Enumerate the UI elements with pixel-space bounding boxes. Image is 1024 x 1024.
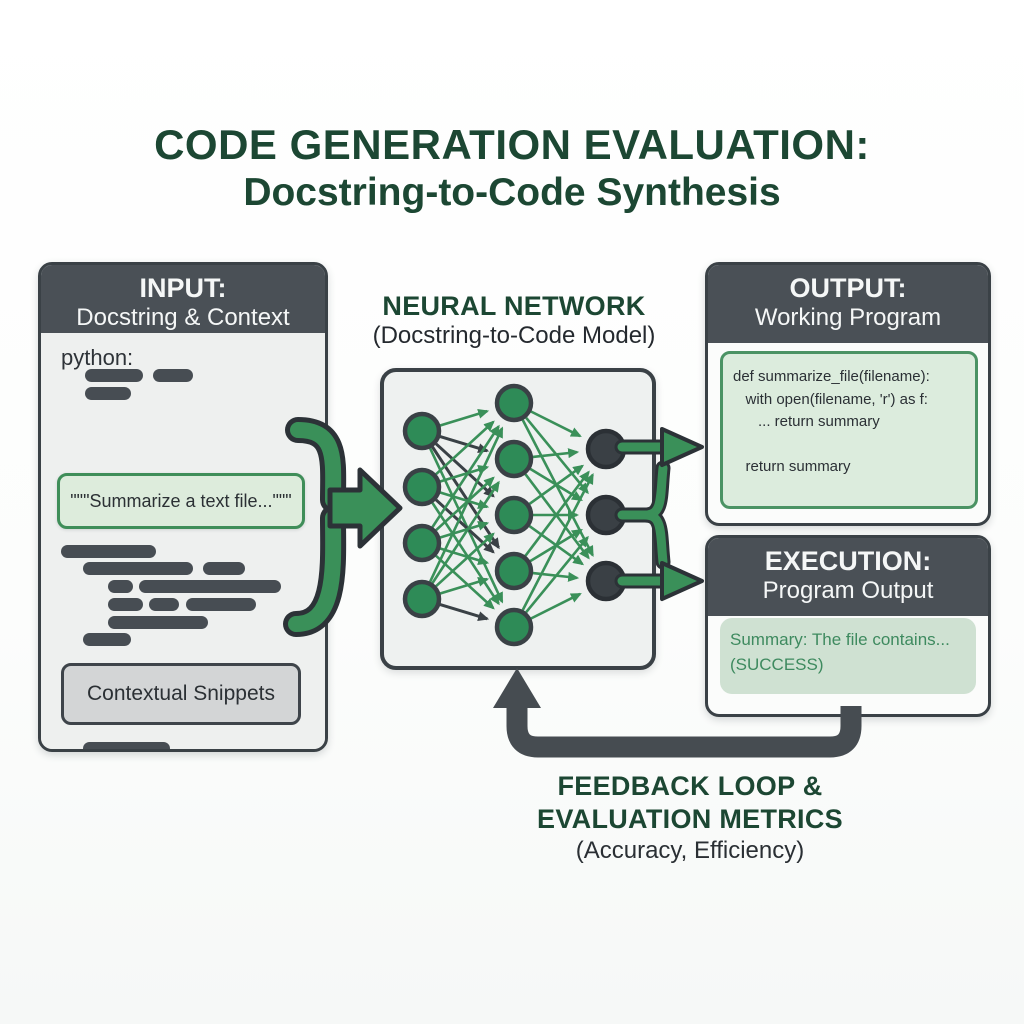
- network-subtitle: (Docstring-to-Code Model): [372, 322, 656, 350]
- input-node: [402, 411, 442, 451]
- network-edge: [525, 535, 589, 614]
- program-output-line2: (SUCCESS): [730, 654, 824, 674]
- hidden-node: [494, 439, 534, 479]
- network-edge: [431, 502, 500, 606]
- input-header-line2: Docstring & Context: [76, 304, 290, 332]
- output-header-line1: OUTPUT:: [789, 273, 907, 303]
- feedback-line3: (Accuracy, Efficiency): [575, 836, 805, 864]
- output-node: [585, 560, 627, 602]
- code-line-placeholder: [83, 633, 131, 646]
- network-edge: [428, 447, 504, 604]
- hidden-node: [494, 551, 534, 591]
- execution-header-line1: EXECUTION:: [764, 546, 932, 576]
- network-edge: [435, 476, 495, 532]
- program-output-box: Summary: The file contains... (SUCCESS): [720, 618, 976, 694]
- code-line: with open(filename, 'r') as f:: [733, 390, 928, 408]
- code-line-placeholder: [83, 562, 193, 575]
- neural-network-box: [380, 368, 656, 670]
- input-panel-body: python: """Summarize a text file...""" C…: [41, 333, 325, 749]
- program-output-line1: Summary: The file contains...: [730, 630, 950, 649]
- network-edge: [439, 491, 490, 510]
- code-line-placeholder: [85, 387, 131, 400]
- network-edge: [431, 424, 500, 528]
- code-line-placeholder: [149, 598, 179, 611]
- network-edge: [435, 420, 495, 476]
- docstring-text: """Summarize a text file...""": [70, 490, 292, 511]
- code-line-placeholder: [108, 580, 133, 593]
- network-edge: [439, 408, 490, 427]
- code-line-placeholder: [203, 562, 245, 575]
- network-edge: [439, 435, 490, 454]
- hidden-node: [494, 607, 534, 647]
- contextual-snippets-label: Contextual Snippets: [87, 682, 275, 705]
- network-edge: [521, 472, 594, 611]
- feedback-label: FEEDBACK LOOP & EVALUATION METRICS (Accu…: [440, 770, 940, 865]
- input-panel: INPUT: Docstring & Context python: """Su…: [38, 262, 328, 752]
- output-node: [585, 494, 627, 536]
- network-edge: [532, 448, 580, 459]
- execution-panel: EXECUTION: Program Output Summary: The f…: [705, 535, 991, 717]
- output-node: [585, 428, 627, 470]
- network-edge: [431, 446, 500, 550]
- code-line-placeholder: [83, 742, 170, 749]
- network-edge: [439, 576, 490, 595]
- code-line-placeholder: [186, 598, 256, 611]
- input-header-line1: INPUT:: [139, 273, 227, 303]
- language-label: python:: [61, 345, 134, 370]
- output-arrowhead-icon: [660, 427, 704, 467]
- execution-arrowhead-icon: [660, 561, 704, 601]
- network-edge: [530, 592, 582, 620]
- code-line: [733, 434, 965, 457]
- input-panel-header: INPUT: Docstring & Context: [41, 265, 325, 343]
- contextual-snippets-box: Contextual Snippets: [61, 663, 301, 725]
- generated-code-box: def summarize_file(filename): with open(…: [720, 351, 978, 509]
- code-line-placeholder: [139, 580, 281, 593]
- code-line-placeholder: [108, 598, 143, 611]
- feedback-arrowhead-icon: [493, 668, 541, 708]
- network-edge: [439, 603, 490, 622]
- page-title: CODE GENERATION EVALUATION: Docstring-to…: [0, 120, 1024, 217]
- page-title-line1: CODE GENERATION EVALUATION:: [154, 121, 870, 168]
- network-edge: [439, 547, 490, 566]
- input-node: [402, 467, 442, 507]
- output-header-line2: Working Program: [754, 304, 942, 332]
- neural-network-svg: [402, 383, 627, 647]
- code-line-placeholder: [108, 616, 208, 629]
- code-line-placeholder: [85, 369, 143, 382]
- network-edge: [530, 410, 582, 438]
- hidden-node: [494, 495, 534, 535]
- hidden-node: [494, 383, 534, 423]
- network-edge: [428, 426, 504, 583]
- docstring-box: """Summarize a text file...""": [57, 473, 305, 529]
- input-node: [402, 523, 442, 563]
- code-line: ... return summary: [733, 413, 880, 430]
- network-edge: [439, 464, 490, 483]
- code-line: def summarize_file(filename):: [733, 368, 930, 385]
- network-edge: [439, 520, 490, 539]
- network-edge: [431, 480, 500, 584]
- execution-header-line2: Program Output: [762, 577, 934, 605]
- output-panel-header: OUTPUT: Working Program: [708, 265, 988, 343]
- network-title: NEURAL NETWORK: [382, 291, 646, 321]
- network-edge: [528, 464, 585, 505]
- page-title-line2: Docstring-to-Code Synthesis: [243, 171, 781, 215]
- network-edge: [524, 470, 590, 557]
- network-label: NEURAL NETWORK (Docstring-to-Code Model): [330, 290, 698, 351]
- code-line-placeholder: [61, 545, 156, 558]
- network-edge: [435, 532, 495, 588]
- feedback-line2: EVALUATION METRICS: [537, 803, 843, 834]
- code-line-placeholder: [153, 369, 193, 382]
- output-panel: OUTPUT: Working Program def summarize_fi…: [705, 262, 991, 526]
- code-line: return summary: [733, 458, 851, 475]
- input-node: [402, 579, 442, 619]
- execution-panel-header: EXECUTION: Program Output: [708, 538, 988, 616]
- feedback-line1: FEEDBACK LOOP &: [557, 771, 823, 801]
